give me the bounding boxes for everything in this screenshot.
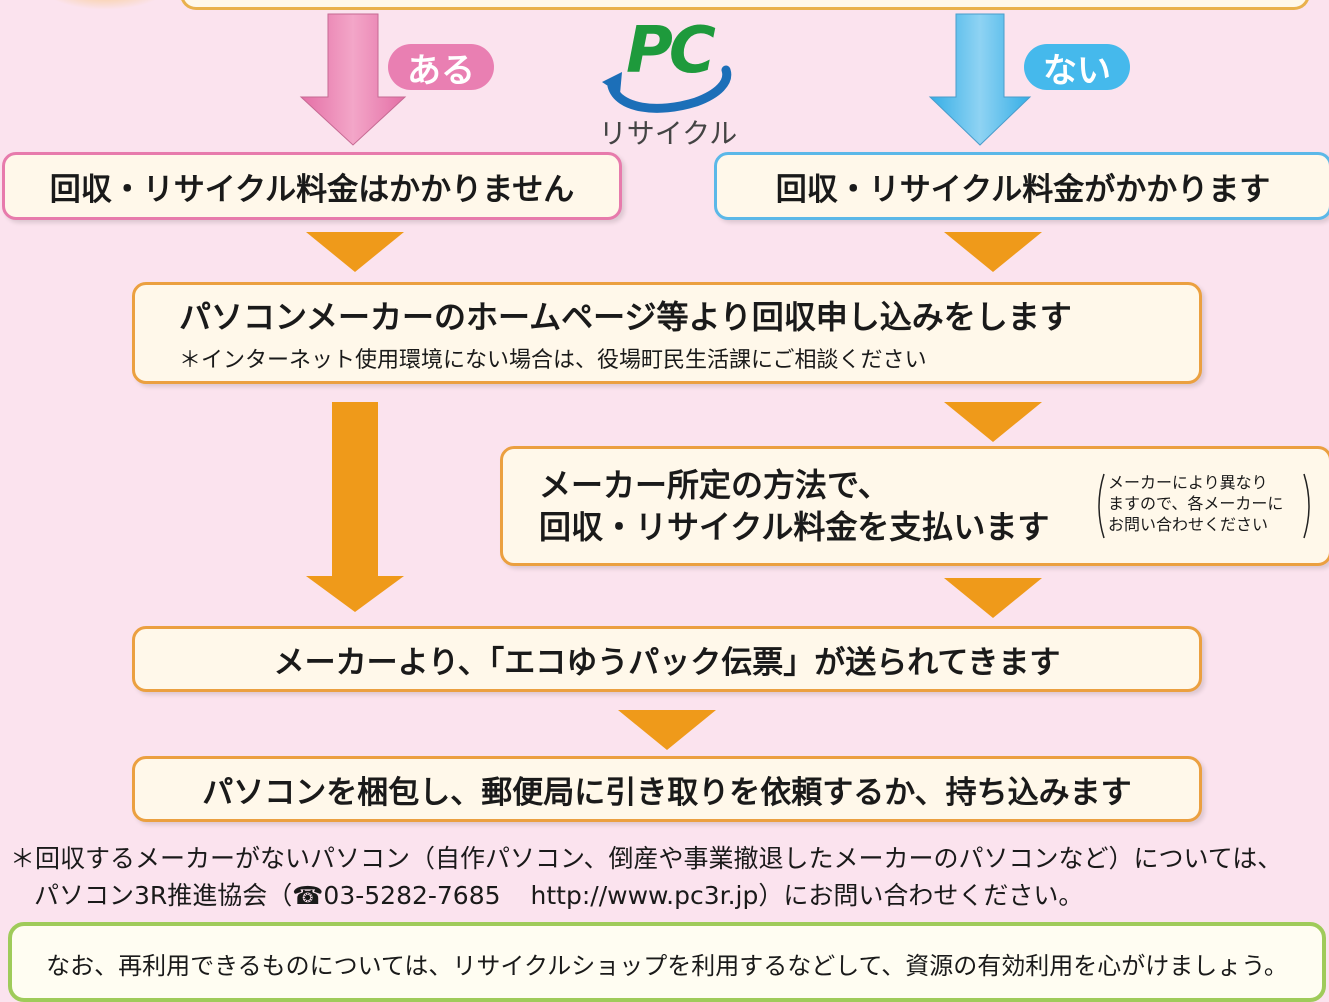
logo-mark: PC xyxy=(626,14,716,88)
branch-yes-badge: ある xyxy=(388,44,494,91)
footnote-line-2: パソコン3R推進協会（☎03-5282-7685 http://www.pc3r.… xyxy=(10,877,1282,914)
pack-box: パソコンを梱包し、郵便局に引き取りを依頼するか、持ち込みます xyxy=(132,756,1202,822)
footnote-line-1: ＊回収するメーカーがないパソコン（自作パソコン、倒産や事業撤退したメーカーのパソ… xyxy=(10,844,1283,873)
apply-title: パソコンメーカーのホームページ等より回収申し込みをします xyxy=(179,298,1072,336)
decorative-sunburst xyxy=(40,0,170,10)
branch-no-arrow xyxy=(928,13,1032,146)
no-fee-box: 回収・リサイクル料金はかかりません xyxy=(2,152,622,220)
payment-note-brackets xyxy=(1098,473,1310,539)
footnote-org: パソコン3R推進協会（ xyxy=(34,881,293,910)
payment-note-line-3: お問い合わせください xyxy=(1108,515,1269,534)
pc-recycle-logo: PC リサイクル xyxy=(598,14,738,150)
payment-line-2: 回収・リサイクル料金を支払います xyxy=(539,508,1050,546)
payment-box: メーカー所定の方法で、 回収・リサイクル料金を支払います xyxy=(500,446,1329,566)
arrow-down-center xyxy=(618,710,716,750)
logo-caption: リサイクル xyxy=(598,117,738,150)
arrow-down-left-long xyxy=(306,402,404,612)
footnote-phone: 03-5282-7685 xyxy=(323,881,501,910)
slip-box: メーカーより、「エコゆうパック伝票」が送られてきます xyxy=(132,626,1202,692)
branch-yes-arrow xyxy=(299,13,407,146)
recycle-swoosh-icon xyxy=(602,65,732,113)
fee-box: 回収・リサイクル料金がかかります xyxy=(714,152,1329,220)
footnote-url[interactable]: http://www.pc3r.jp xyxy=(530,881,759,910)
footnote-tail: ）にお問い合わせください。 xyxy=(758,881,1084,910)
branch-no-badge: ない xyxy=(1024,44,1130,91)
phone-icon: ☎ xyxy=(292,881,324,910)
apply-note: ＊インターネット使用環境にない場合は、役場町民生活課にご相談ください xyxy=(179,348,927,373)
payment-note-line-1: メーカーにより異なり xyxy=(1108,473,1268,492)
arrow-down-right-2 xyxy=(944,402,1042,442)
payment-line-1: メーカー所定の方法で、 xyxy=(539,466,890,504)
footnote: ＊回収するメーカーがないパソコン（自作パソコン、倒産や事業撤退したメーカーのパソ… xyxy=(10,840,1282,914)
payment-text: メーカー所定の方法で、 回収・リサイクル料金を支払います xyxy=(539,464,1049,548)
bottom-note-box: なお、再利用できるものについては、リサイクルショップを利用するなどして、資源の有… xyxy=(8,922,1326,1002)
arrow-down-right-3 xyxy=(944,578,1042,618)
arrow-down-left-1 xyxy=(306,232,404,272)
arrow-down-right-1 xyxy=(944,232,1042,272)
bottom-note: なお、再利用できるものについては、リサイクルショップを利用するなどして、資源の有… xyxy=(46,952,1288,980)
payment-note-line-2: ますので、各メーカーに xyxy=(1108,494,1284,513)
payment-note: メーカーにより異なり ますので、各メーカーに お問い合わせください xyxy=(1108,472,1283,535)
apply-box: パソコンメーカーのホームページ等より回収申し込みをします ＊インターネット使用環… xyxy=(132,282,1202,384)
